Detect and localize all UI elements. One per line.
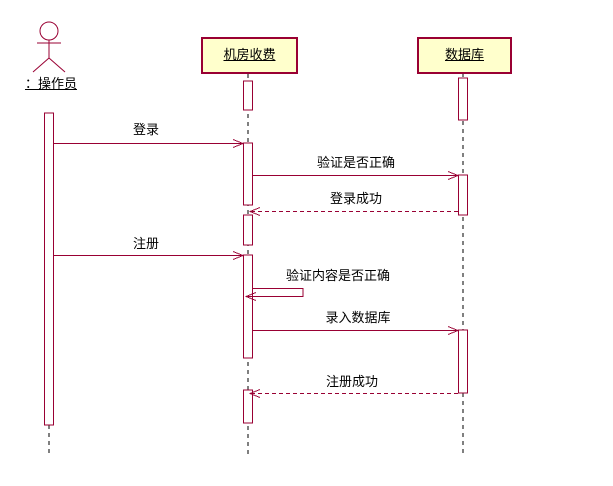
activation-database-insert[interactable] (458, 329, 468, 394)
actor-figure[interactable] (32, 21, 66, 73)
activation-database-verify[interactable] (458, 174, 468, 216)
activation-charging-register-ok[interactable] (243, 389, 253, 424)
activation-charging-register[interactable] (243, 254, 253, 359)
message-verify-content-line[interactable] (244, 288, 304, 301)
lifeline-head-database-label: 数据库 (444, 48, 484, 63)
lifeline-head-database[interactable]: 数据库 (417, 37, 512, 74)
activation-charging-init[interactable] (243, 80, 253, 111)
message-verify-content-label[interactable]: 验证内容是否正确 (285, 269, 391, 284)
message-insert-database-line[interactable] (253, 326, 460, 335)
message-register-line[interactable] (54, 251, 245, 260)
message-register-success-line[interactable] (248, 389, 458, 398)
actor-label: ：操作员 (24, 77, 78, 92)
message-register-label[interactable]: 注册 (132, 237, 160, 252)
lifeline-head-charging-label: 机房收费 (223, 48, 276, 63)
activation-charging-login-ok[interactable] (243, 214, 253, 246)
message-register-success-label[interactable]: 注册成功 (325, 375, 379, 390)
lifeline-head-charging[interactable]: 机房收费 (201, 37, 298, 74)
message-login-success-line[interactable] (248, 207, 458, 216)
message-login-label[interactable]: 登录 (132, 123, 160, 138)
message-login-success-label[interactable]: 登录成功 (329, 192, 383, 207)
message-insert-database-label[interactable]: 录入数据库 (325, 311, 391, 326)
message-verify-correct-label[interactable]: 验证是否正确 (316, 156, 396, 171)
message-verify-correct-line[interactable] (253, 171, 460, 180)
activation-database-init[interactable] (458, 77, 468, 121)
message-login-line[interactable] (54, 139, 245, 148)
activation-charging-login[interactable] (243, 142, 253, 206)
activation-actor[interactable] (44, 112, 54, 426)
